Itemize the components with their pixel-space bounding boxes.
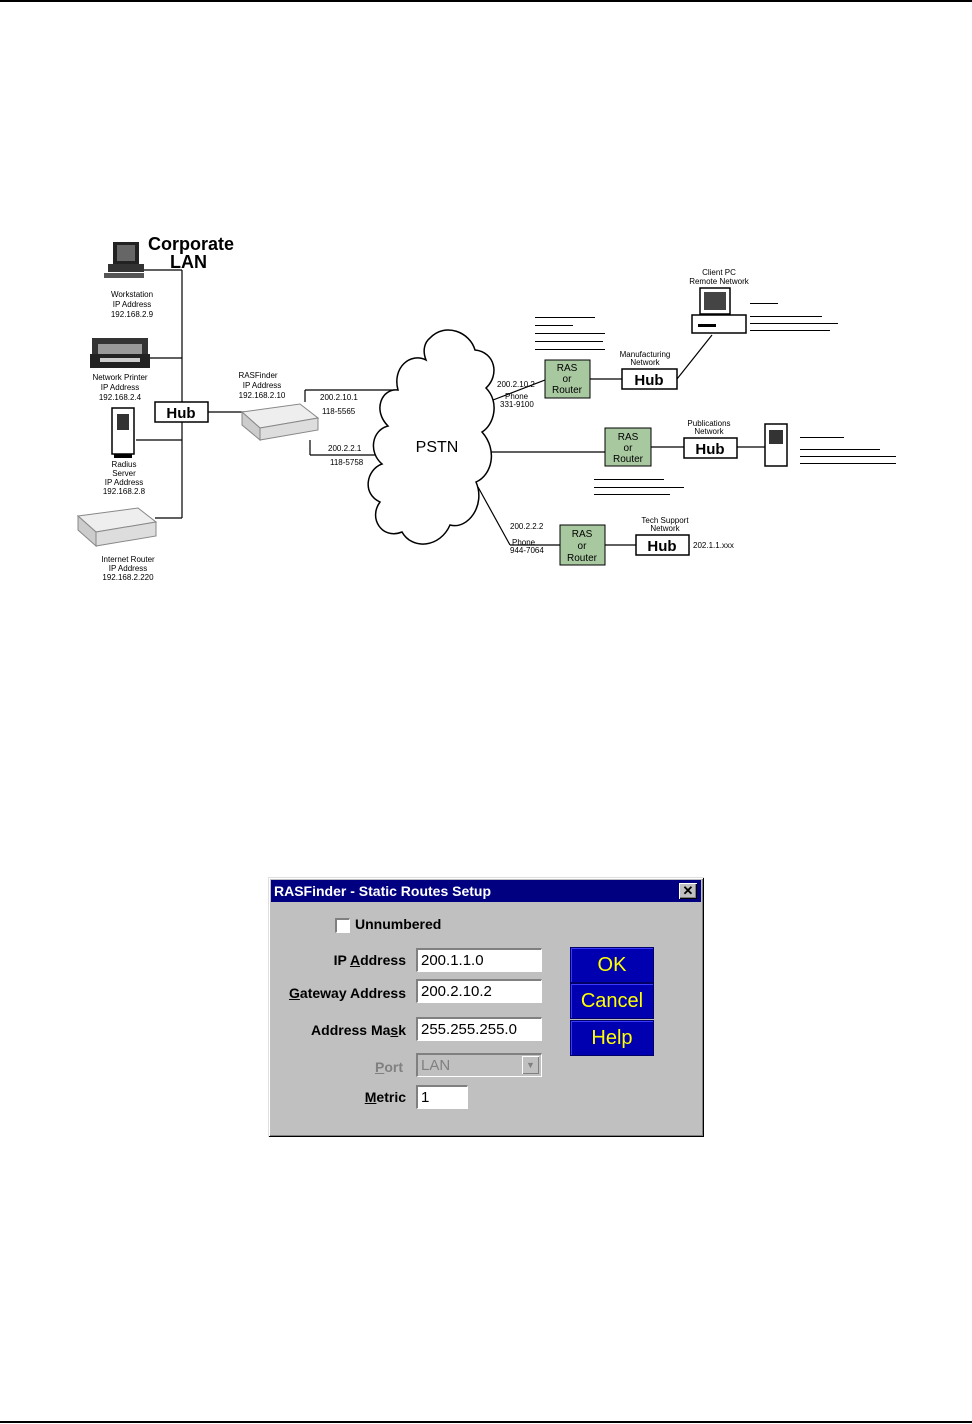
corporate-lan-title-2: LAN <box>170 252 207 272</box>
workstation-label-0: Workstation <box>111 290 153 299</box>
radius-server-icon <box>111 407 135 458</box>
sup-hub-box <box>635 534 690 556</box>
dialog-titlebar[interactable]: RASFinder - Static Routes Setup ✕ <box>271 880 701 902</box>
sup-link-phone: 944-7064 <box>510 546 544 555</box>
pstn-cloud <box>367 329 495 545</box>
pub-ras-3: Router <box>613 454 644 465</box>
printer-label-0: Network Printer <box>92 373 147 382</box>
line2-ip: 200.2.2.1 <box>328 444 362 453</box>
mfg-link-phone: 331-9100 <box>500 400 534 409</box>
mfg-link-phone-label: Phone <box>505 392 529 401</box>
mfg-hub-label: Hub <box>634 372 663 389</box>
sup-network-1: Network <box>650 524 680 533</box>
port-select[interactable]: LAN ▼ <box>416 1053 542 1077</box>
metric-label: Metric <box>364 1089 406 1105</box>
line1-ip: 200.2.10.1 <box>320 393 358 402</box>
mfg-ras-1: RAS <box>557 363 578 374</box>
client-pc-icon <box>691 287 747 334</box>
corporate-hub-box <box>154 401 209 423</box>
printer-icon <box>90 338 150 368</box>
pub-notes <box>594 437 896 495</box>
workstation-icon <box>104 242 144 278</box>
client-pc-notes <box>750 303 838 331</box>
workstation-label-1: IP Address <box>113 300 152 309</box>
pub-hub-box <box>683 437 738 459</box>
printer-label-2: 192.168.2.4 <box>99 393 142 402</box>
sup-link-ip: 200.2.2.2 <box>510 522 544 531</box>
close-icon[interactable]: ✕ <box>679 883 697 899</box>
pub-ras-box <box>604 427 652 467</box>
printer-label-1: IP Address <box>101 383 140 392</box>
address-mask-label: Address Mask <box>311 1022 406 1038</box>
pub-server-icon <box>764 423 788 467</box>
gateway-address-field[interactable]: 200.2.10.2 <box>416 979 542 1003</box>
line2-phone: 118-5758 <box>330 458 364 467</box>
bottom-rule <box>0 1421 972 1423</box>
pstn-label: PSTN <box>416 439 459 456</box>
top-rule <box>0 0 972 2</box>
radius-label-2: IP Address <box>105 478 144 487</box>
line1-phone: 118-5565 <box>322 407 356 416</box>
gateway-address-label: Gateway Address <box>289 985 406 1001</box>
pub-ras-2: or <box>624 443 634 454</box>
pub-ras-1: RAS <box>618 432 639 443</box>
mfg-ras-box <box>544 359 591 399</box>
mfg-network-0: Manufacturing <box>620 350 671 359</box>
sup-hub-label: Hub <box>647 538 676 555</box>
port-label: Port <box>374 1059 403 1075</box>
mfg-ras-2: or <box>563 374 573 385</box>
ok-button[interactable]: OK <box>570 947 654 983</box>
internet-router-label-0: Internet Router <box>101 555 155 564</box>
metric-field[interactable]: 1 <box>416 1085 468 1109</box>
mfg-network-1: Network <box>630 358 660 367</box>
corporate-hub-label: Hub <box>166 405 195 422</box>
radius-label-1: Server <box>112 469 136 478</box>
address-mask-field[interactable]: 255.255.255.0 <box>416 1017 542 1041</box>
help-button[interactable]: Help <box>570 1020 654 1056</box>
rasfinder-label-0: RASFinder <box>238 371 277 380</box>
port-value: LAN <box>421 1057 451 1074</box>
ip-address-field[interactable]: 200.1.1.0 <box>416 948 542 972</box>
internet-router-label-1: IP Address <box>109 564 148 573</box>
rasfinder-icon <box>240 403 320 442</box>
network-diagram: Corporate LAN Workstation IP Address 192… <box>76 234 896 582</box>
sup-ip: 202.1.1.xxx <box>693 541 734 550</box>
cancel-button[interactable]: Cancel <box>570 983 654 1019</box>
client-pc-1: Remote Network <box>689 277 750 286</box>
workstation-label-2: 192.168.2.9 <box>111 310 154 319</box>
sup-ras-2: or <box>578 541 588 552</box>
mfg-ras-3: Router <box>552 385 583 396</box>
ip-address-label: IP Address <box>333 952 406 968</box>
sup-ras-1: RAS <box>572 529 593 540</box>
rasfinder-label-2: 192.168.2.10 <box>239 391 286 400</box>
corporate-lan-title-1: Corporate <box>148 234 234 254</box>
rasfinder-label-1: IP Address <box>243 381 282 390</box>
radius-label-0: Radius <box>112 460 137 469</box>
chevron-down-icon[interactable]: ▼ <box>522 1056 539 1074</box>
unnumbered-checkbox[interactable] <box>335 918 350 933</box>
sup-link-phone-label: Phone <box>512 538 536 547</box>
unnumbered-label[interactable]: Unnumbered <box>355 916 442 932</box>
static-routes-dialog: RASFinder - Static Routes Setup ✕ Unnumb… <box>268 877 704 1137</box>
mfg-link-ip: 200.2.10.2 <box>497 380 535 389</box>
dialog-title: RASFinder - Static Routes Setup <box>274 883 492 899</box>
mfg-notes <box>535 317 605 350</box>
radius-label-3: 192.168.2.8 <box>103 487 146 496</box>
client-pc-0: Client PC <box>702 268 736 277</box>
pub-network-1: Network <box>694 427 724 436</box>
mfg-hub-box <box>621 368 678 390</box>
pub-network-0: Publications <box>687 419 730 428</box>
internet-router-icon <box>76 507 158 548</box>
sup-network-0: Tech Support <box>641 516 689 525</box>
sup-ras-box <box>559 524 606 566</box>
pub-hub-label: Hub <box>695 441 724 458</box>
sup-ras-3: Router <box>567 553 598 564</box>
internet-router-label-2: 192.168.2.220 <box>102 573 154 582</box>
